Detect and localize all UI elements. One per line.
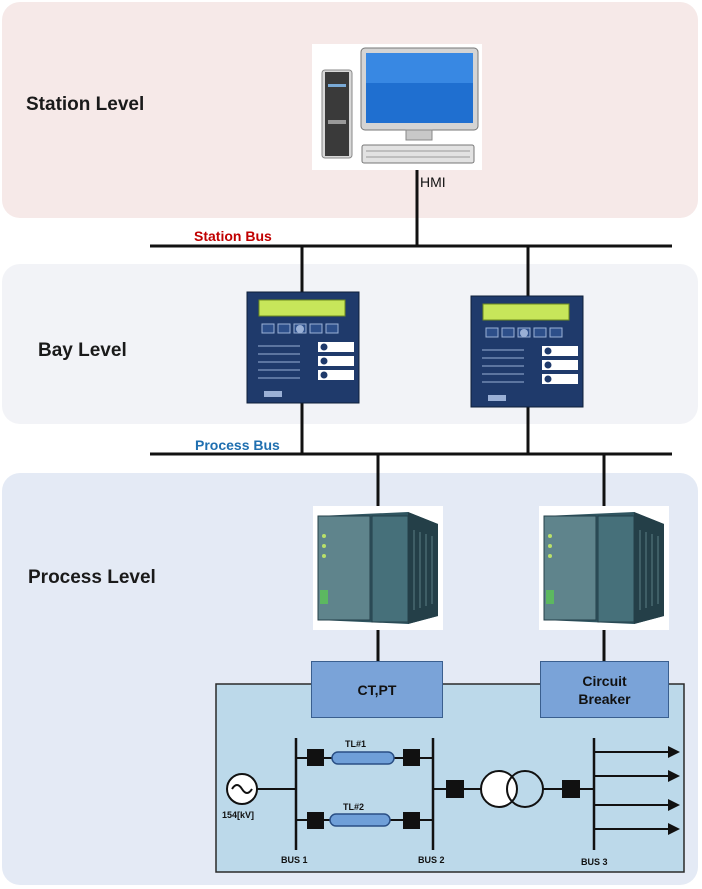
relay-icon [470,295,584,408]
merging-unit-icon [539,506,669,630]
station-bus-label: Station Bus [194,228,272,244]
relay-icon [246,291,360,404]
bus2-label: BUS 2 [418,855,445,865]
breaker-icon [307,749,580,829]
tl1-label: TL#1 [345,739,366,749]
source-voltage-label: 154[kV] [222,810,254,820]
circuit-breaker-box: Circuit Breaker [540,661,669,718]
station-level-label: Station Level [26,94,145,115]
bay-level-label: Bay Level [38,340,127,361]
computer-icon [312,44,482,170]
ct-pt-box: CT,PT [311,661,443,718]
transformer-icon [480,770,544,808]
tl2-label: TL#2 [343,802,364,812]
process-bus-label: Process Bus [195,437,280,453]
bus3-label: BUS 3 [581,857,608,867]
merging-unit-icon [313,506,443,630]
bus1-label: BUS 1 [281,855,308,865]
process-level-label: Process Level [28,567,156,588]
hmi-label: HMI [420,174,446,190]
